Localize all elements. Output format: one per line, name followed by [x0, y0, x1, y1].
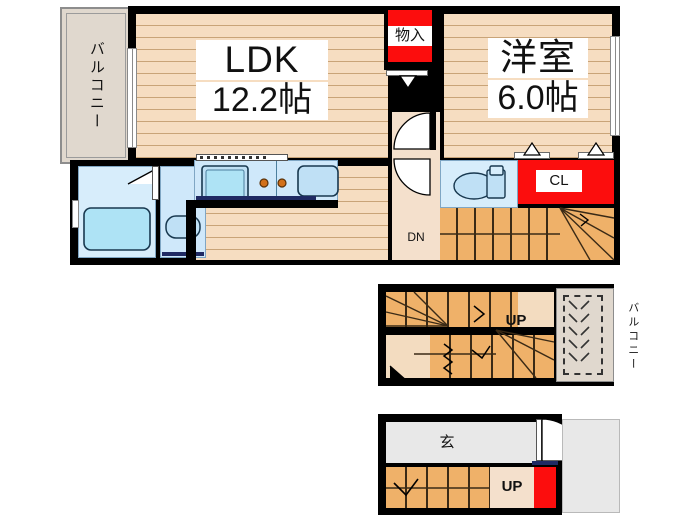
washroom-doorsill — [162, 252, 204, 256]
hallway-door-jamb — [430, 112, 436, 150]
toilet-fixture-icon — [453, 165, 506, 200]
closet-cl-label: CL — [536, 170, 582, 192]
middle-floor-group: UP バルコニー — [0, 275, 700, 400]
balcony-left-inner — [66, 13, 126, 158]
middle-treads-bottom — [430, 335, 554, 378]
stove-icon — [201, 165, 249, 203]
ground-stairs-up-label: UP — [501, 478, 523, 496]
hallway-door-swing-bottom-icon — [393, 158, 431, 196]
middle-stair-spine — [386, 327, 554, 335]
genkan-label: 玄 — [439, 434, 455, 452]
ldk-window-frame — [127, 48, 137, 148]
ground-stairs-landing — [490, 467, 534, 508]
youshitsu-name-label: 洋室 — [488, 38, 588, 78]
youshitsu-window-line — [615, 36, 616, 136]
upper-floor-group: バルコニー LDK 12.2帖 物入 洋室 6.0帖 — [60, 6, 620, 265]
ldk-name-label: LDK — [196, 40, 328, 80]
ldk-size-label: 12.2帖 — [196, 82, 328, 120]
kitchen-wall-return — [186, 200, 196, 260]
storage-label: 物入 — [388, 26, 432, 46]
kitchen-vent-dots-icon — [200, 156, 266, 159]
ldk-window-line — [132, 48, 133, 148]
storage-door-swing-icon — [398, 75, 418, 90]
genkan-area — [386, 422, 536, 463]
bathroom-window — [72, 200, 79, 228]
middle-stairs-up-label: UP — [505, 312, 527, 330]
ground-shoe-closet — [534, 467, 556, 508]
bathroom-door-panel — [152, 166, 159, 200]
ground-closet-doorsill — [532, 461, 558, 465]
youshitsu-door-b-swing-icon — [586, 141, 606, 156]
stairs-down-label: DN — [407, 229, 425, 244]
middle-landing-upper — [518, 292, 554, 327]
ground-floor-group: 玄 UP — [0, 405, 700, 525]
balcony-left-label: バルコニー — [87, 40, 105, 131]
hallway-door-swing-top-icon — [393, 112, 431, 150]
middle-balcony-hatch — [563, 295, 603, 375]
burner-knobs-icon — [259, 178, 287, 188]
washbasin-icon — [165, 215, 201, 239]
upper-stairs-winder-icon — [440, 207, 615, 261]
ground-stairs-arrow-icon — [386, 478, 490, 497]
bathtub-icon — [83, 207, 151, 251]
middle-stairs-winder-icon — [385, 291, 555, 381]
kitchen-wall-under — [186, 200, 338, 208]
youshitsu-size-label: 6.0帖 — [488, 80, 588, 118]
sink-icon — [297, 165, 339, 197]
kitchen-counter-edge — [196, 196, 316, 200]
kitchen-counter-divider — [276, 161, 277, 205]
middle-treads-top — [386, 292, 518, 327]
middle-balcony-label: バルコニー — [626, 302, 639, 372]
ground-porch-area — [562, 419, 620, 513]
middle-balcony-grille-icon — [568, 300, 590, 362]
youshitsu-door-a-swing-icon — [522, 141, 542, 156]
